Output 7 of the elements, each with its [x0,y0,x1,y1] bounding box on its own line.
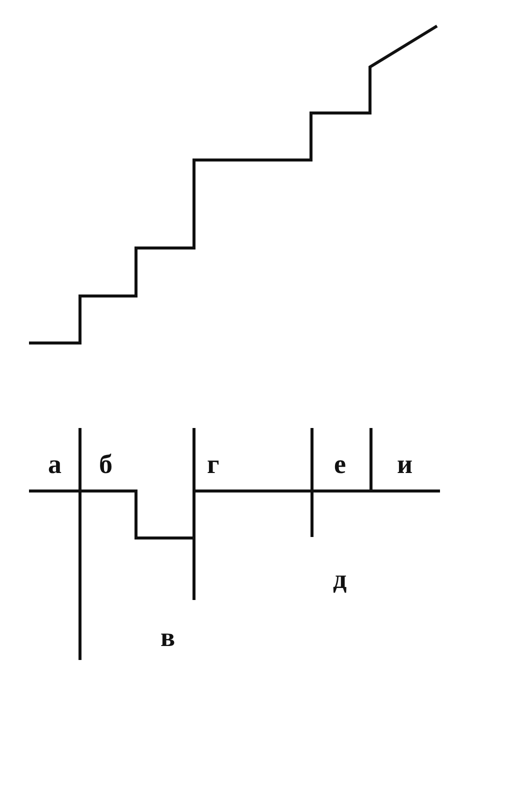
letter-label: и [397,450,413,478]
letter-label: г [207,450,220,478]
letter-label: а [48,450,62,478]
letter-label: в [160,623,176,651]
letter-label: б [99,450,112,478]
letter-label: е [334,450,346,478]
letter-label: д [333,565,347,593]
